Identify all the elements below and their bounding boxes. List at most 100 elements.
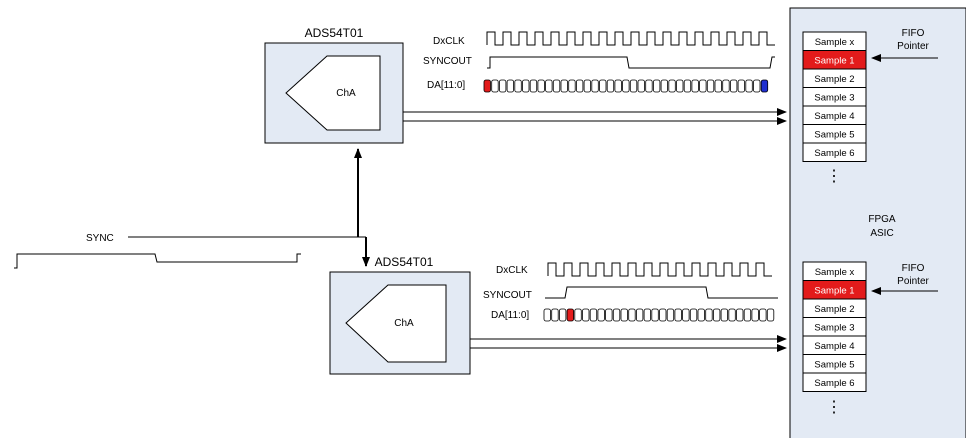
adc1-da-cell [660, 79, 668, 93]
adc1-da-cell [514, 79, 522, 93]
fifo2-cell-label: Sample 2 [814, 304, 854, 315]
adc2-da-cell [605, 308, 613, 322]
adc2-da-cell [682, 308, 690, 322]
fpga-label: FPGA [868, 214, 896, 225]
adc2-da-cell [736, 308, 744, 322]
fifo2-cell-label: Sample 1 [814, 285, 854, 296]
fifo2-more: ⋮ [826, 399, 842, 416]
adc1-da-cell [737, 79, 745, 93]
adc2-da-cell [551, 308, 559, 322]
fifo2-cell-label: Sample 4 [814, 341, 854, 352]
fifo1-cell-label: Sample 5 [814, 129, 854, 140]
adc1-da-cell [606, 79, 615, 93]
adc2-da-cell [597, 308, 605, 322]
adc2-da-cell [697, 308, 705, 322]
adc2-da-cell [766, 308, 775, 322]
adc1-da-cell [706, 79, 715, 93]
adc1-da-cell [653, 79, 661, 93]
adc2-da-cell [666, 308, 675, 322]
adc1-da-cell [498, 79, 507, 93]
adc1-da-cell [599, 79, 607, 93]
adc2-da-cell [651, 308, 659, 322]
adc1-da-cell [676, 79, 684, 93]
adc1-da-cell [591, 79, 599, 93]
fifo1-cell-label: Sample x [815, 37, 855, 48]
adc1-da-cell [568, 79, 576, 93]
adc1-dxclk-label: DxCLK [433, 36, 465, 47]
fifo1-cell-label: Sample 2 [814, 74, 854, 85]
adc1-da-cell [637, 79, 645, 93]
adc2-da-cell [612, 308, 621, 322]
adc2-da-cell [589, 308, 598, 322]
adc1-waveforms [483, 31, 775, 93]
adc2-channel: ChA [394, 318, 414, 329]
adc1-da-cell [545, 79, 553, 93]
adc2-da-cell [582, 308, 590, 322]
adc1-da-cell [714, 79, 722, 93]
adc1-dxclk-waveform [486, 31, 775, 46]
adc2-da-label: DA[11:0] [491, 310, 529, 321]
adc1-da-cell [629, 79, 638, 93]
adc2-da-cell [713, 308, 721, 322]
adc1-da-cell [753, 79, 761, 93]
fifo2-pointer-line1: FIFO [902, 263, 925, 274]
adc2-da-cell [636, 308, 644, 322]
adc2-da-cell [759, 308, 767, 322]
adc2-da-cell [720, 308, 728, 322]
adc2-da-cell [674, 308, 682, 322]
adc1-da-cell [683, 79, 692, 93]
adc2-da-cell [689, 308, 698, 322]
adc1-syncout-waveform [487, 56, 775, 69]
fifo1-cell-label: Sample 4 [814, 111, 854, 122]
fifo1-cell-label: Sample 6 [814, 148, 854, 159]
adc1-da-cell [560, 79, 568, 93]
adc1-da-cell [491, 79, 499, 93]
adc2-da-cell [543, 308, 551, 322]
adc1-da-cell [691, 79, 699, 93]
adc1-da-cell [583, 79, 591, 93]
adc1-da-cell [645, 79, 653, 93]
adc1-da-cell [576, 79, 584, 93]
fifo2-pointer-line2: Pointer [897, 276, 929, 287]
fifo2-cell [802, 372, 867, 392]
adc1-pentagon-icon [285, 55, 381, 131]
adc1-da-cell [537, 79, 545, 93]
adc2-da-cell [643, 308, 651, 322]
adc2-da-cell [659, 308, 667, 322]
adc2-da-cell [705, 308, 713, 322]
adc2-da-cell [566, 308, 574, 322]
adc2-da-cell [574, 308, 582, 322]
adc2-dxclk-waveform [547, 262, 772, 277]
adc2-title: ADS54T01 [375, 255, 434, 269]
adc1-da-label: DA[11:0] [427, 80, 465, 91]
adc2-waveforms [543, 262, 778, 322]
sync-waveform [14, 253, 301, 269]
asic-label: ASIC [870, 228, 893, 239]
fifo1-cell [802, 142, 867, 162]
adc2-dxclk-label: DxCLK [496, 265, 528, 276]
adc2-syncout-waveform [545, 286, 778, 299]
fifo1-more: ⋮ [826, 168, 842, 185]
adc2-da-cell [743, 308, 752, 322]
adc1-da-cell [622, 79, 630, 93]
adc1-da-cell [760, 79, 769, 93]
adc2-da-cell [620, 308, 628, 322]
fifo2-cell-label: Sample 5 [814, 359, 854, 370]
sync-label: SYNC [86, 233, 114, 244]
adc1-da-cell [745, 79, 753, 93]
adc2-syncout-label: SYNCOUT [483, 290, 532, 301]
adc2-da-cell [728, 308, 736, 322]
adc1-da-cell [668, 79, 676, 93]
adc2-da-cell [559, 308, 567, 322]
fifo1-pointer-line1: FIFO [902, 28, 925, 39]
adc1-da-cell [506, 79, 515, 93]
adc1-da-cell [552, 79, 561, 93]
adc1-title: ADS54T01 [305, 26, 364, 40]
adc1-da-cell [529, 79, 538, 93]
adc2-da-cell [751, 308, 759, 322]
adc1-da-cell [730, 79, 738, 93]
